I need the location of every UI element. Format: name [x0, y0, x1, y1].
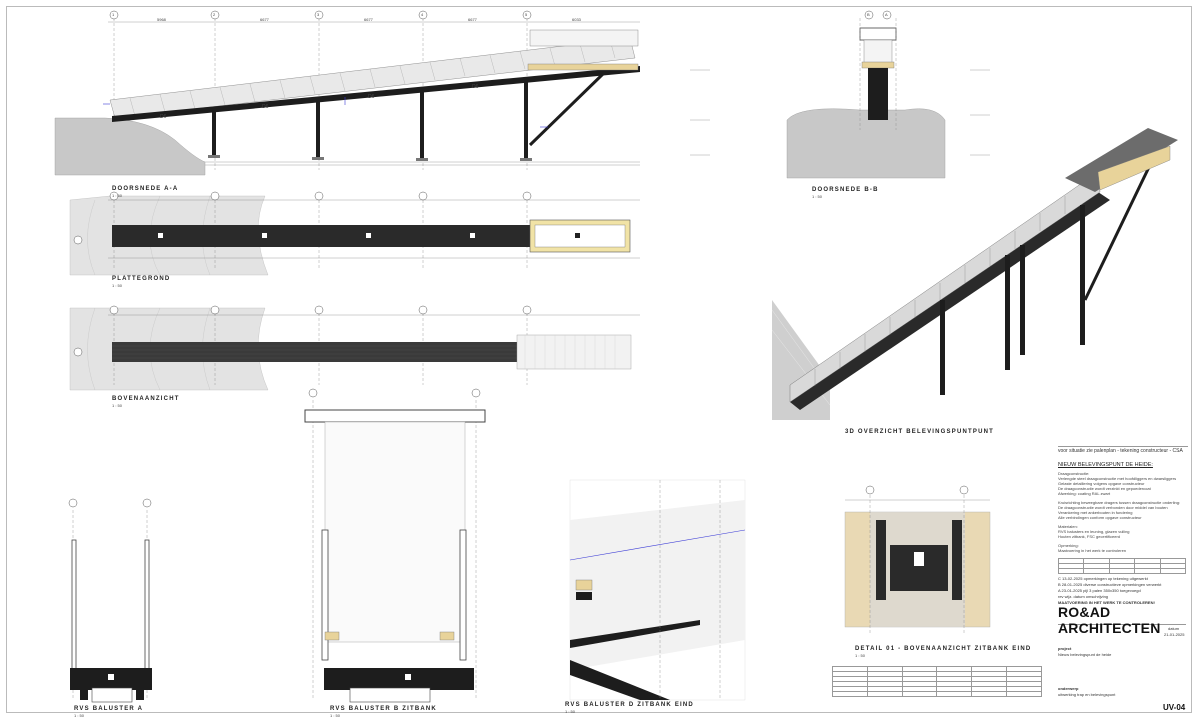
baluster-a-drawing: [70, 510, 152, 703]
title-block: NIEUW BELEVINGSPUNT DE HEIDE: Draagconst…: [1057, 446, 1188, 712]
dimension-3: 6677: [364, 17, 373, 22]
note-line: Materialen:: [1058, 524, 1078, 529]
note-line: Kruisrichting beweegbare dragers tussen …: [1058, 500, 1181, 505]
grid-label-2: 2: [213, 12, 216, 17]
sheet-number: UV-04: [1163, 703, 1186, 712]
baluster-d-drawing: [569, 479, 746, 701]
scale-baluster-b: 1 : 50: [330, 713, 341, 718]
dimension-4: 6677: [468, 17, 477, 22]
view-title-3d: 3D OVERZICHT BELEVINGSPUNTPUNT: [845, 429, 995, 435]
note-line: De draagconstructie wordt verzinkt en ge…: [1058, 486, 1151, 491]
view-title-top-view: BOVENAANZICHT: [112, 396, 180, 402]
note-line: RVS balusters en leuning, glazen vulling: [1058, 529, 1130, 534]
section-bb-drawing: [786, 18, 990, 179]
warning-text: MAATVOERING IN HET WERK TE CONTROLEREN!: [1058, 600, 1155, 605]
scale-plan: 1 : 50: [112, 283, 123, 288]
top-view-drawing: [69, 307, 640, 391]
scale-baluster-d: 1 : 50: [565, 709, 576, 714]
scale-section-bb: 1 : 50: [812, 194, 823, 199]
grid-label-3: 3: [317, 12, 320, 17]
site-note: voor situatie zie palenplan - tekening c…: [1058, 448, 1183, 454]
note-line: Verlengde steel draagconstructie met hoo…: [1058, 476, 1177, 481]
revision-row: B 28-01-2025 diverse constructieve opmer…: [1058, 582, 1162, 587]
revision-list: C 13-02-2025 opmerkingen op tekening uit…: [1058, 576, 1186, 600]
scale-section-aa: 1 : 50: [112, 193, 123, 198]
project-label: project: [1058, 646, 1072, 651]
title-block-heading: NIEUW BELEVINGSPUNT DE HEIDE:: [1058, 462, 1153, 468]
view-title-section-aa: DOORSNEDE A-A: [112, 186, 179, 192]
grid-label-b: B: [867, 12, 870, 17]
baluster-b-drawing: [304, 400, 486, 703]
brand-logo: RO&AD ARCHITECTEN: [1058, 604, 1161, 636]
dimension-5: 6033: [572, 17, 581, 22]
grid-label-a: A: [885, 12, 888, 17]
sheet-border: [6, 6, 1192, 713]
plan-drawing: [69, 195, 640, 276]
section-aa-drawing: [54, 18, 710, 176]
specification-table: [1057, 558, 1187, 574]
view-title-detail-01: DETAIL 01 - BOVENAANZICHT ZITBANK EIND: [855, 646, 1032, 652]
scale-baluster-a: 1 : 50: [74, 713, 85, 718]
note-line: Gelaste detaillering volgens opgave cons…: [1058, 481, 1145, 486]
materials-table: [832, 666, 1042, 697]
view-title-baluster-a: RVS BALUSTER A: [74, 706, 144, 712]
slope-label-4: D6: [472, 84, 479, 90]
note-line: Opmerking:: [1058, 543, 1079, 548]
slope-label-1: D6: [160, 114, 167, 120]
view-title-section-bb: DOORSNEDE B-B: [812, 187, 879, 193]
note-line: Afwerking: coating RAL zwart: [1058, 491, 1111, 496]
scale-detail-01: 1 : 50: [855, 653, 866, 658]
drawing-value: uitwerking trap en belevingspunt: [1058, 692, 1116, 697]
title-block-notes: Draagconstructie: Verlengde steel draagc…: [1058, 471, 1186, 553]
slope-label-2: D6: [262, 104, 269, 110]
view-title-plan: PLATTEGROND: [112, 276, 171, 282]
grid-label-1: 1: [112, 12, 115, 17]
note-line: Draagconstructie:: [1058, 471, 1090, 476]
dimension-1: 5968: [157, 17, 166, 22]
detail-01-drawing: [844, 495, 991, 635]
view-title-baluster-d: RVS BALUSTER D ZITBANK EIND: [565, 702, 694, 708]
revision-row: rev wijz. datum omschrijving: [1058, 594, 1109, 599]
drawing-label: onderwerp: [1058, 686, 1079, 691]
note-line: Houten zitbank, FSC gecertificeerd: [1058, 534, 1121, 539]
dimension-2: 6677: [260, 17, 269, 22]
grid-label-5: 5: [525, 12, 528, 17]
revision-row: A 23-01-2025 pijl 3 palen 350x350 toegev…: [1058, 588, 1141, 593]
view-title-baluster-b: RVS BALUSTER B ZITBANK: [330, 706, 437, 712]
slope-label-3: D6: [368, 94, 375, 100]
note-line: Maatvoering in het werk te controleren: [1058, 548, 1127, 553]
date-value: 21-01-2025: [1164, 632, 1185, 637]
note-line: Verankering met ankerbouten in fundering: [1058, 510, 1133, 515]
revision-row: C 13-02-2025 opmerkingen op tekening uit…: [1058, 576, 1148, 581]
date-label: datum: [1168, 626, 1180, 631]
overview-3d-drawing: [771, 128, 1178, 420]
note-line: Alle verbindingen conform opgave constru…: [1058, 515, 1142, 520]
scale-top-view: 1 : 50: [112, 403, 123, 408]
project-value: Nieuw belevingspunt de heide: [1058, 652, 1112, 657]
grid-label-4: 4: [421, 12, 424, 17]
note-line: De draagconstructie wordt verbonden door…: [1058, 505, 1168, 510]
